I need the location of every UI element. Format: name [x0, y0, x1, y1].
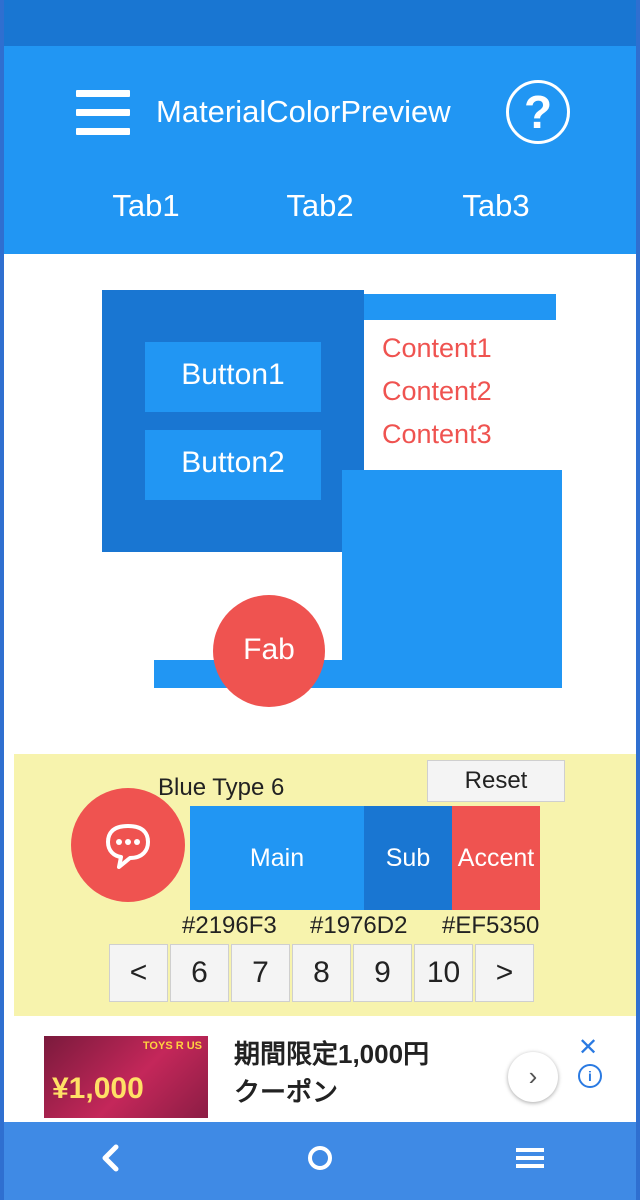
page-button-7[interactable]: 7	[231, 944, 290, 1002]
content-1: Content1	[382, 333, 492, 363]
fab-button[interactable]: Fab	[213, 595, 325, 707]
dark-primary-card	[102, 290, 364, 552]
app-title: MaterialColorPreview	[156, 94, 451, 129]
status-bar	[4, 0, 636, 46]
previous-page-button[interactable]: <	[109, 944, 168, 1002]
content-3: Content3	[382, 419, 492, 449]
ad-title[interactable]: 期間限定1,000円	[234, 1039, 430, 1069]
sub-color-swatch[interactable]: Sub	[364, 806, 452, 910]
ad-image-price: ¥1,000	[52, 1072, 144, 1105]
system-nav-bar	[4, 1122, 636, 1200]
main-hex-value: #2196F3	[182, 912, 277, 939]
ad-logo: TOYS R US	[142, 1040, 202, 1052]
app-screen: MaterialColorPreview ? Tab1 Tab2 Tab3 Bu…	[4, 0, 636, 1200]
content-2: Content2	[382, 376, 492, 406]
page-button-8[interactable]: 8	[292, 944, 351, 1002]
chat-fab-button[interactable]	[71, 788, 185, 902]
back-chevron-icon[interactable]	[92, 1138, 132, 1178]
home-circle-icon[interactable]	[300, 1138, 340, 1178]
reset-button[interactable]: Reset	[427, 760, 565, 802]
page-button-9[interactable]: 9	[353, 944, 412, 1002]
sub-hex-value: #1976D2	[310, 912, 408, 939]
page-button-6[interactable]: 6	[170, 944, 229, 1002]
ad-subtitle[interactable]: クーポン	[234, 1077, 339, 1107]
ad-close-icon[interactable]: ✕	[578, 1034, 599, 1061]
ad-arrow-icon[interactable]: ›	[508, 1052, 558, 1102]
button1[interactable]: Button1	[145, 342, 321, 412]
accent-color-swatch[interactable]: Accent	[452, 806, 540, 910]
next-page-button[interactable]: >	[475, 944, 534, 1002]
question-circle-icon[interactable]: ?	[506, 80, 570, 144]
page-button-10[interactable]: 10	[414, 944, 473, 1002]
main-color-swatch[interactable]: Main	[190, 806, 364, 910]
color-control-panel: Blue Type 6 Reset Main Sub Accent #2196F…	[14, 754, 636, 1016]
app-bar: MaterialColorPreview ? Tab1 Tab2 Tab3	[4, 46, 636, 254]
theme-name: Blue Type 6	[158, 774, 285, 801]
hamburger-menu-icon[interactable]	[76, 90, 130, 136]
accent-hex-value: #EF5350	[442, 912, 540, 939]
menu-lines-icon[interactable]	[510, 1138, 550, 1178]
primary-card	[342, 470, 562, 688]
chat-bubble-icon	[106, 824, 150, 869]
ad-image[interactable]: TOYS R US ¥1,000	[44, 1036, 208, 1118]
ad-info-icon[interactable]: i	[578, 1064, 602, 1088]
ad-banner[interactable]: TOYS R US ¥1,000 期間限定1,000円 クーポン › ✕ i	[40, 1032, 602, 1120]
tab-2[interactable]: Tab2	[286, 188, 354, 223]
button2[interactable]: Button2	[145, 430, 321, 500]
tab-3[interactable]: Tab3	[462, 188, 530, 223]
primary-toolbar-preview	[364, 294, 556, 320]
tab-1[interactable]: Tab1	[112, 188, 180, 223]
